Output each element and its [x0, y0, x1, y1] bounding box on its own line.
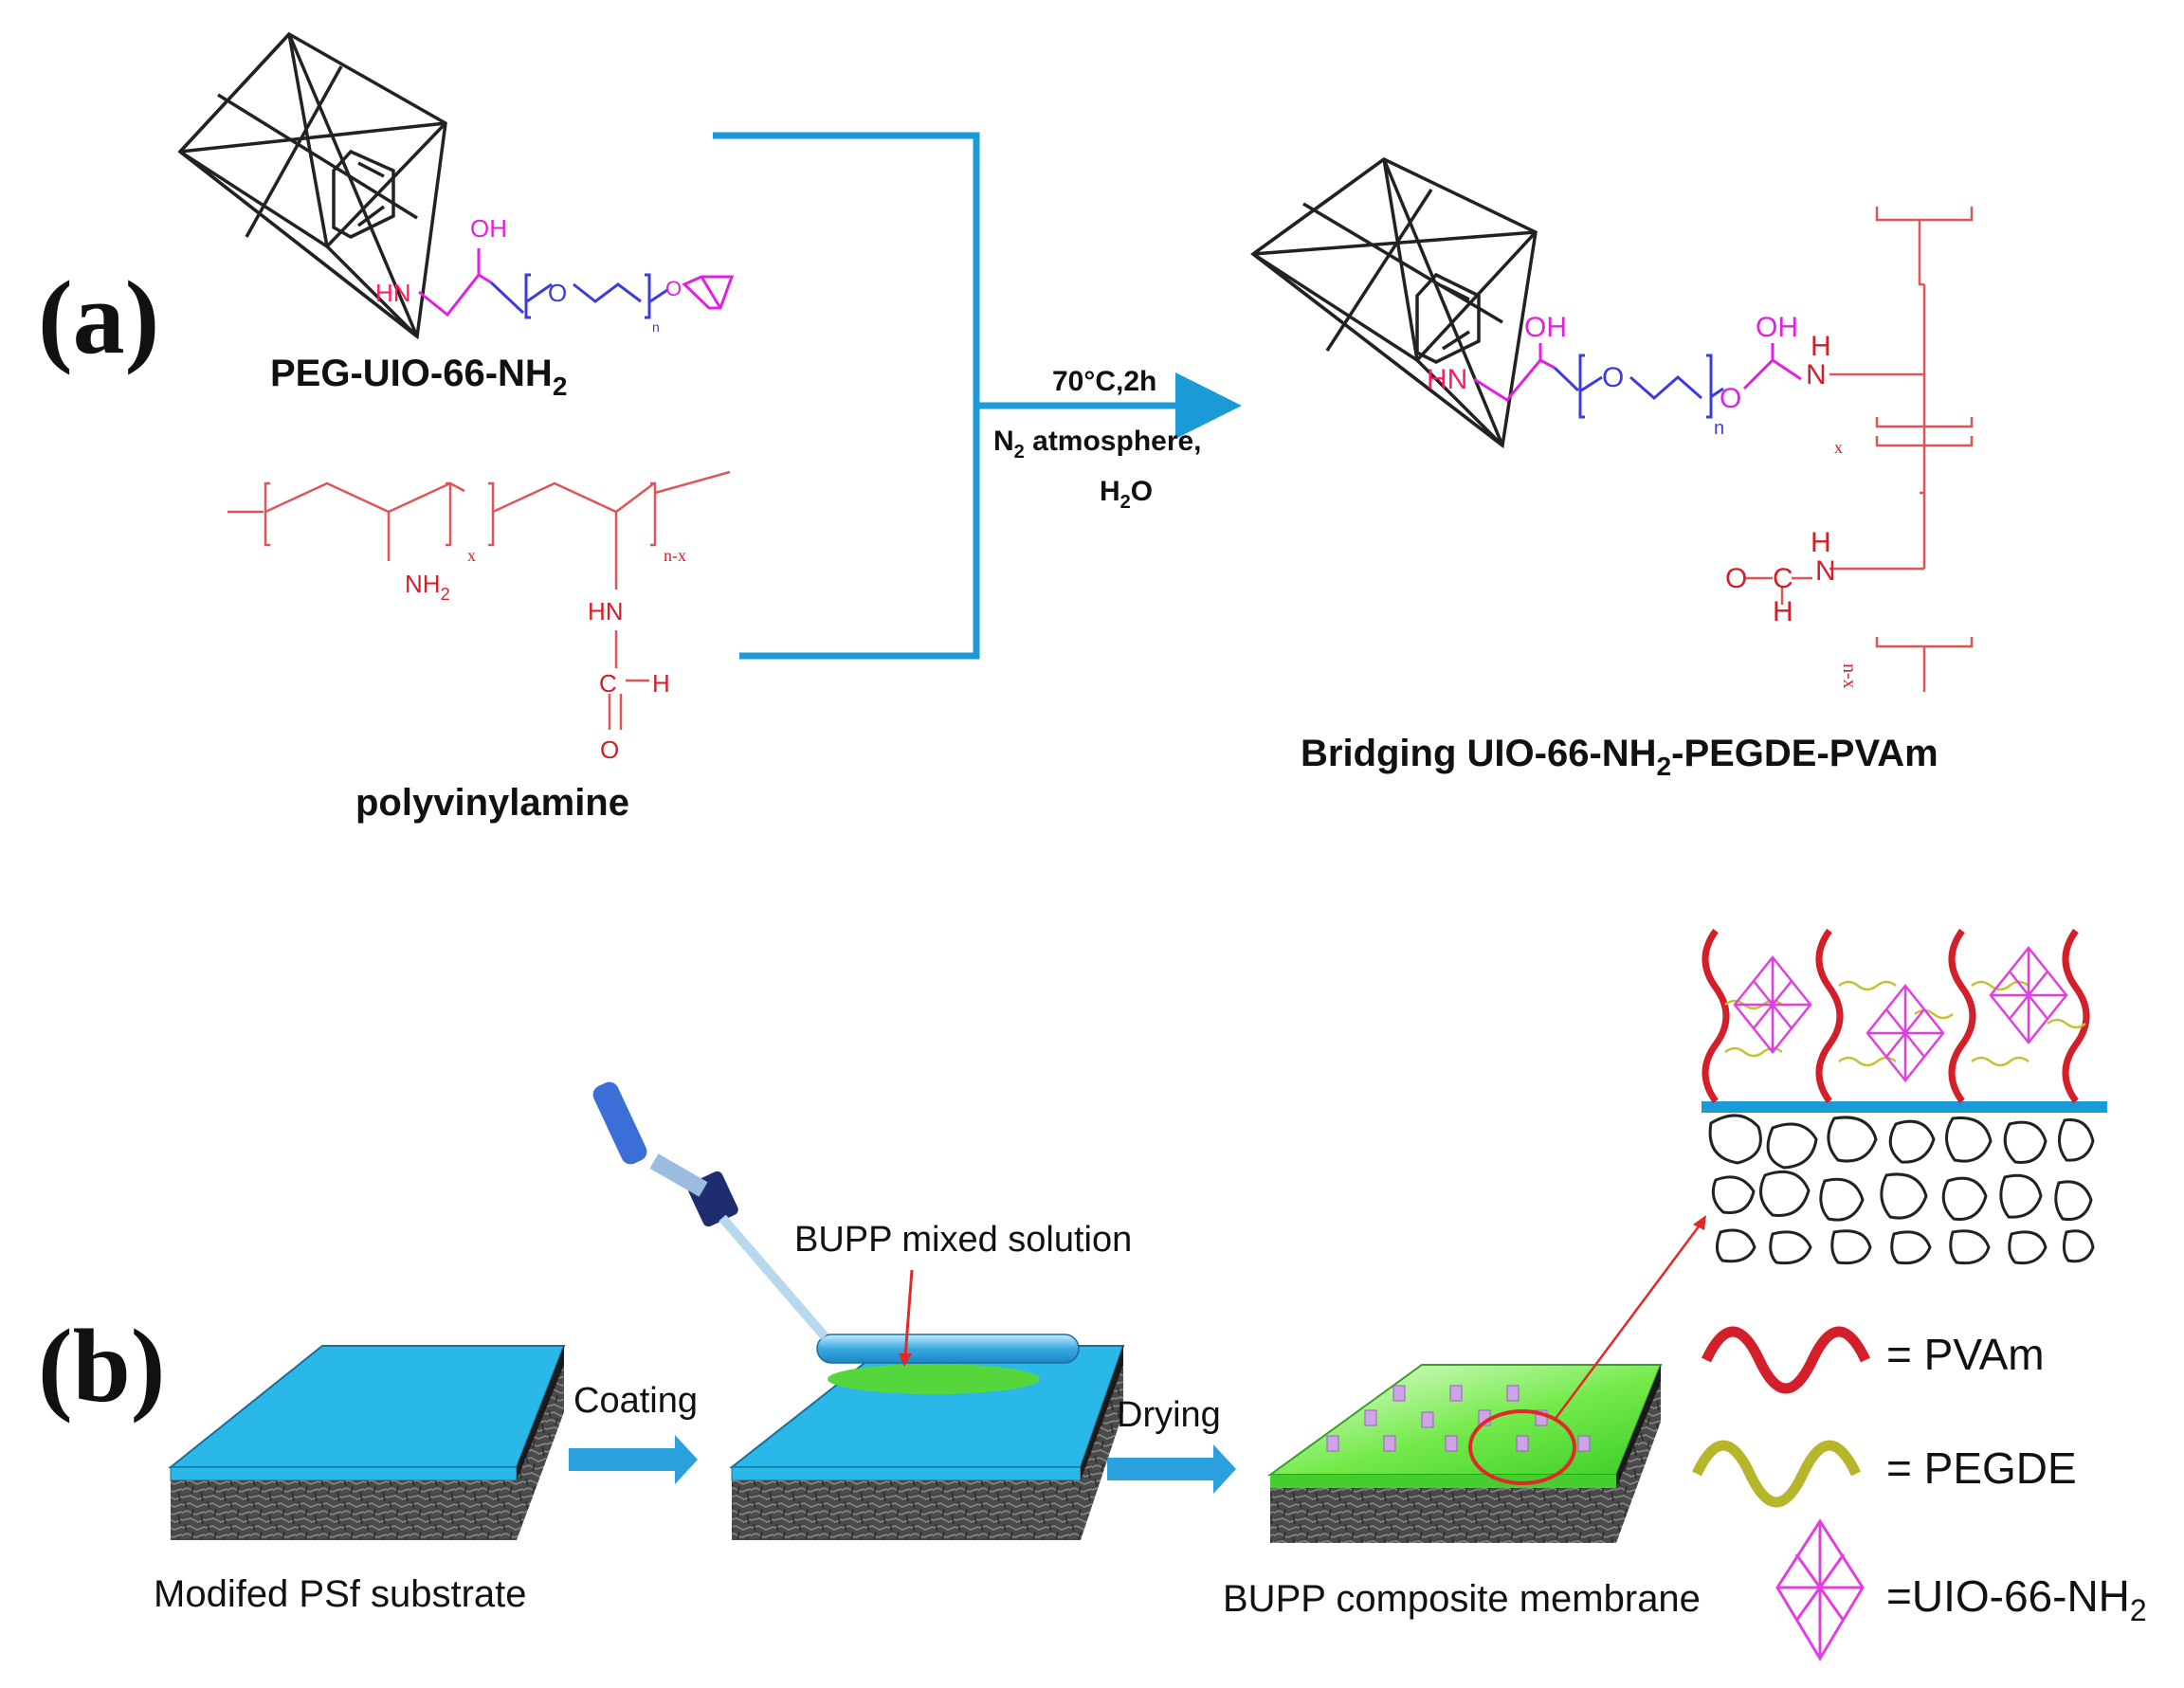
condition-solvent: H2O: [1100, 476, 1153, 513]
solution-pointer-arrow: [903, 1269, 914, 1358]
substrate-1: [168, 1345, 566, 1540]
bupp-solution-drop: [828, 1364, 1040, 1394]
zoom-highlight-circle: [1468, 1409, 1576, 1485]
product-nx-label: n-x: [1839, 663, 1860, 689]
product-carbamate-bond: [1742, 343, 1802, 390]
legend-uio-octahedron-icon: [1775, 1518, 1865, 1661]
pvam-chains: [1702, 928, 2090, 1104]
epoxide-ring-icon: [682, 275, 735, 310]
product-pvam-backbone: [1744, 207, 1974, 692]
dropper-icon: [592, 1081, 828, 1340]
mof-octahedron-icon: [177, 31, 447, 340]
legend-pegde-label: = PEGDE: [1886, 1443, 2077, 1493]
legend-pegde-wave-icon: [1692, 1440, 1861, 1508]
product-h3-label: H: [1811, 527, 1831, 558]
product-h1-label: H: [1811, 331, 1831, 362]
step3-label: BUPP composite membrane: [1223, 1578, 1701, 1620]
zoomed-cross-section: [1702, 928, 2107, 1265]
product-oh2-label: OH: [1756, 312, 1798, 343]
coating-label: Coating: [573, 1381, 698, 1421]
condition-atmosphere: N2 atmosphere,: [993, 426, 1202, 463]
reactant1-hn-label: HN: [375, 279, 411, 307]
pva-x-label: x: [467, 546, 476, 565]
step1-label: Modifed PSf substrate: [154, 1573, 527, 1615]
product-hn-label: HN: [1427, 364, 1467, 395]
coating-arrow: [569, 1435, 698, 1484]
reactant1-o2-label: O: [665, 277, 682, 300]
legend: = PVAm = PEGDE =UIO-66-NH2: [1692, 1326, 2147, 1661]
product-benzene-ring-icon: [1415, 272, 1481, 364]
pva-hn-label: HN: [588, 597, 624, 626]
pva-c-label: C: [599, 669, 617, 698]
condition-temp-time: 70°C,2h: [1052, 366, 1156, 397]
product-o2-label: O: [1720, 383, 1741, 414]
reactant1-linker-bond: [418, 273, 492, 318]
pva-o-label: O: [600, 735, 619, 764]
product-o-label: O: [1602, 362, 1624, 393]
pva-nx-label: n-x: [664, 546, 686, 565]
drying-label: Drying: [1117, 1395, 1221, 1435]
product-linker-bond: [1473, 358, 1556, 402]
product-x-label: x: [1834, 438, 1843, 457]
product-n1-label: N: [1806, 359, 1827, 390]
product-oh1-label: OH: [1524, 312, 1567, 343]
product-n-label: n: [1714, 418, 1724, 439]
product-mof-octahedron-icon: [1250, 156, 1538, 449]
zoom-pointer-line: [1553, 1222, 1703, 1421]
solution-pointer-head: [899, 1353, 912, 1367]
product-name: Bridging UIO-66-NH2-PEGDE-PVAm: [1301, 733, 1938, 781]
product-peg-repeat: [1553, 354, 1724, 419]
reactant1-peg-repeat: [489, 273, 668, 319]
reaction-bracket: [713, 132, 980, 660]
pva-h-label: H: [652, 669, 670, 698]
reactant1-n-label: n: [652, 319, 660, 335]
legend-uio-label: =UIO-66-NH2: [1886, 1571, 2147, 1627]
selective-layer-bar: [1702, 1101, 2107, 1113]
porous-support: [1708, 1114, 2095, 1265]
product-n2-label: N: [1815, 555, 1836, 587]
reactant1-name: PEG-UIO-66-NH2: [270, 353, 567, 401]
reactant1-oh-label: OH: [470, 214, 507, 243]
drying-arrow: [1107, 1444, 1236, 1494]
polyvinylamine-structure: [228, 470, 731, 730]
pva-nh2-label: NH2: [405, 570, 450, 604]
solution-label: BUPP mixed solution: [794, 1220, 1132, 1260]
zoom-mof-crystals: [1733, 945, 2068, 1083]
legend-pvam-wave-icon: [1702, 1326, 1870, 1394]
reactant1-o-label: O: [548, 279, 567, 307]
product-o3-label: O: [1725, 563, 1747, 594]
product-h2-label: H: [1773, 596, 1793, 627]
panel-a-label: (a): [38, 260, 159, 375]
zoom-pointer-head: [1693, 1215, 1706, 1230]
product-c-label: C: [1773, 563, 1793, 594]
composite-membrane: [1266, 1364, 1663, 1543]
membrane-mof-particles: [1326, 1385, 1591, 1452]
panel-b-label: (b): [38, 1308, 165, 1424]
reactant2-name: polyvinylamine: [355, 782, 629, 824]
legend-pvam-label: = PVAm: [1886, 1330, 2045, 1379]
coating-tube: [816, 1334, 1080, 1364]
benzene-ring-icon: [332, 149, 395, 239]
